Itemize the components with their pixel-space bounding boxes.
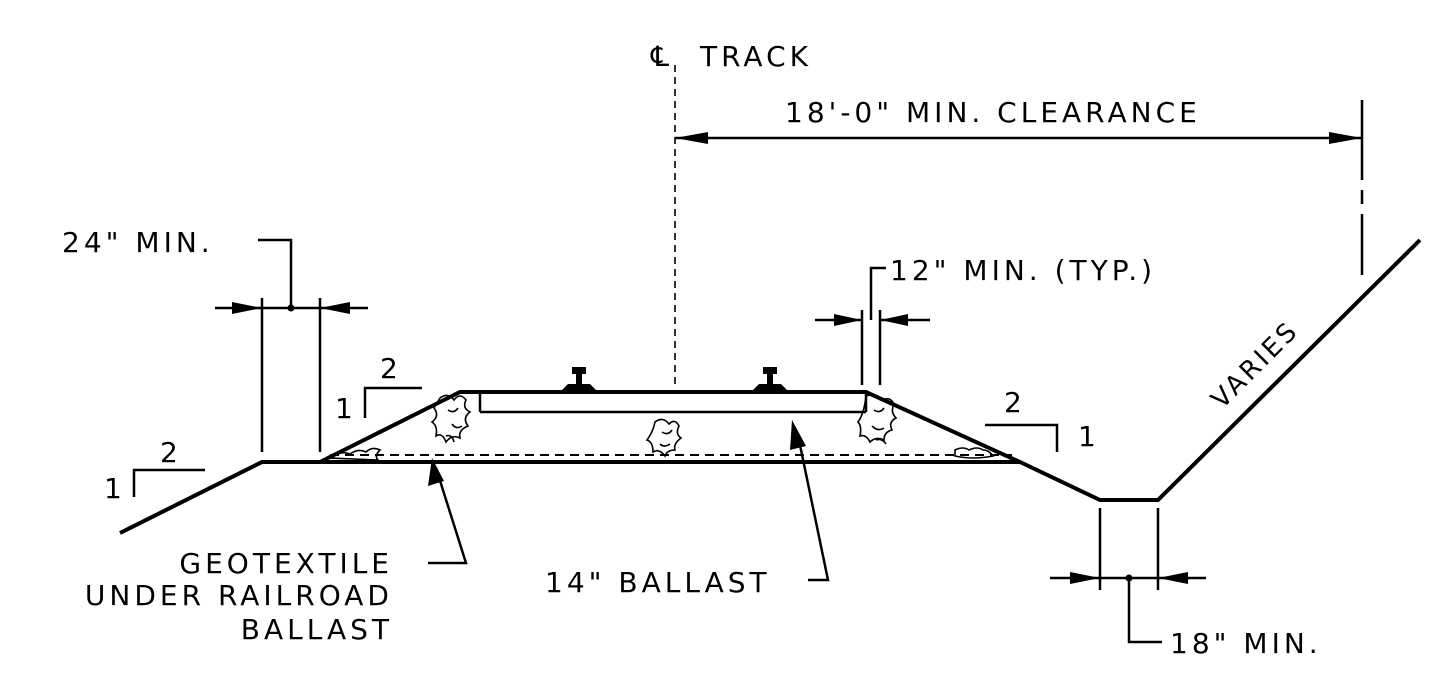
- clearance-label: 18'-0" MIN. CLEARANCE: [785, 96, 1201, 129]
- ballast-texture: [327, 393, 995, 461]
- centerline-symbol: ℄: [650, 40, 673, 73]
- ballast-callout: 14" BALLAST: [545, 420, 830, 599]
- dimension-12-min: 12" MIN. (TYP.): [815, 254, 1156, 385]
- centerline-label: TRACK: [699, 40, 812, 73]
- svg-text:2: 2: [380, 352, 402, 385]
- dimension-24-min: 24" MIN.: [62, 226, 368, 452]
- svg-text:1: 1: [1078, 420, 1100, 453]
- svg-text:2: 2: [1004, 386, 1026, 419]
- dimension-24-label: 24" MIN.: [62, 226, 214, 259]
- svg-text:2: 2: [160, 436, 182, 469]
- clearance-arrow-right: [1329, 132, 1362, 144]
- svg-text:UNDER RAILROAD: UNDER RAILROAD: [85, 579, 393, 612]
- clearance-arrow-left: [675, 132, 708, 144]
- svg-text:14" BALLAST: 14" BALLAST: [545, 566, 771, 599]
- dimension-18-label: 18" MIN.: [1170, 627, 1322, 660]
- svg-text:GEOTEXTILE: GEOTEXTILE: [179, 547, 393, 580]
- svg-text:BALLAST: BALLAST: [241, 613, 393, 646]
- slope-left-ballast: 1 2: [335, 352, 422, 425]
- dimension-18-min: 18" MIN.: [1050, 508, 1322, 660]
- ballast-section-outline: [319, 390, 1021, 464]
- svg-text:1: 1: [335, 392, 357, 425]
- svg-text:1: 1: [104, 472, 126, 505]
- rail-right: [751, 367, 789, 392]
- rail-left: [560, 367, 598, 392]
- varies-label: VARIES: [1206, 316, 1305, 415]
- geotextile-callout: GEOTEXTILE UNDER RAILROAD BALLAST: [85, 458, 468, 646]
- dimension-12-label: 12" MIN. (TYP.): [890, 254, 1156, 287]
- slope-right-ballast: 1 2: [985, 386, 1100, 453]
- slope-left-outer: 1 2: [104, 436, 205, 505]
